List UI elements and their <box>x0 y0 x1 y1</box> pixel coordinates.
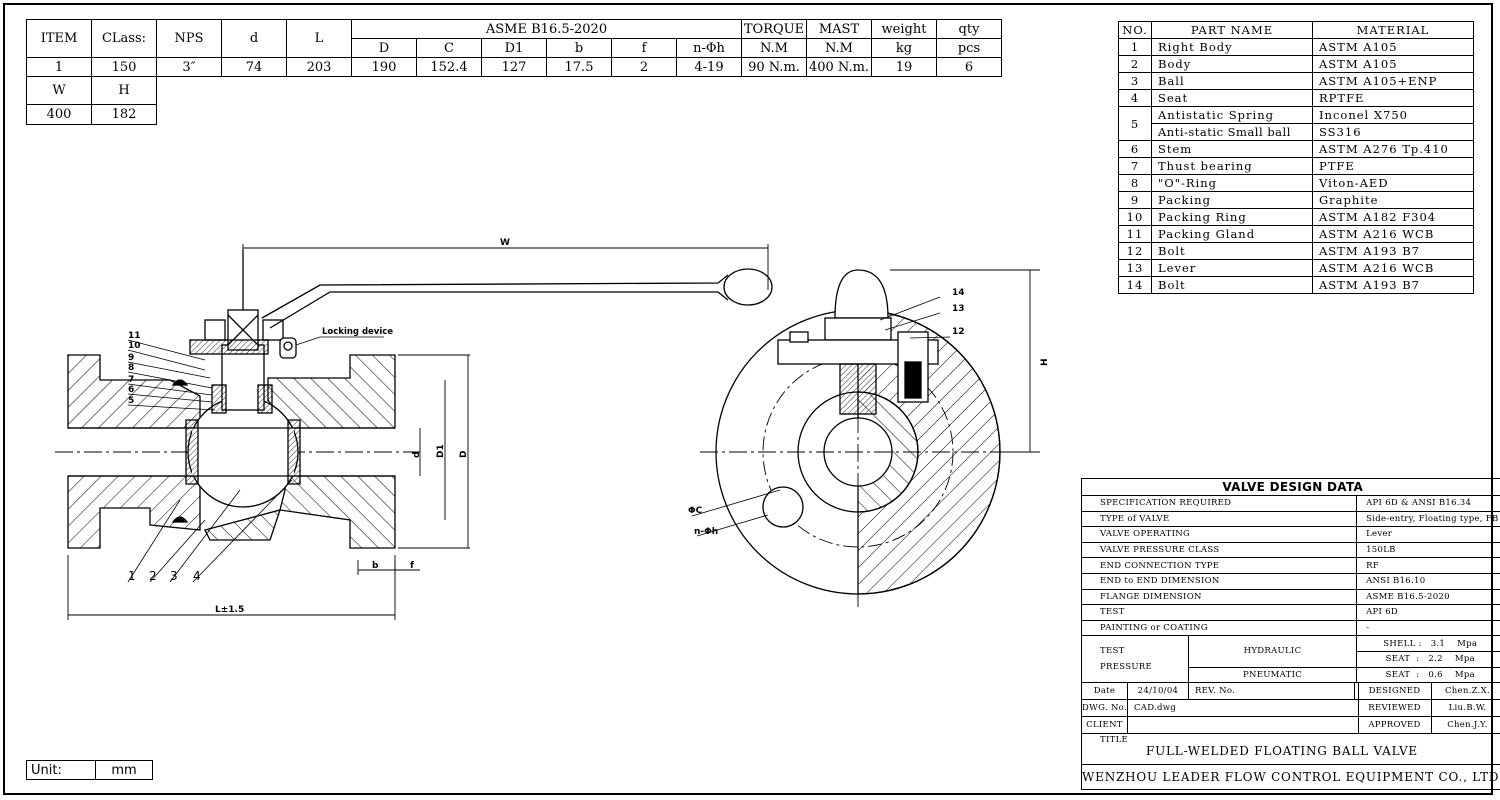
dim-w: W <box>500 238 510 248</box>
hydraulic-label: HYDRAULIC <box>1187 635 1358 668</box>
unit-label: Unit: <box>26 760 96 780</box>
callout: 7 <box>128 375 134 385</box>
callout: 9 <box>128 353 134 363</box>
sectional-view <box>55 244 773 620</box>
title-label: TITLE <box>1100 735 1129 746</box>
callout: 11 <box>128 331 141 341</box>
value-cell: 3″ <box>156 57 222 77</box>
part-name: Antistatic Spring <box>1151 106 1313 124</box>
subheader: N.M <box>806 38 872 58</box>
header-w: W <box>26 76 92 105</box>
callout: 3 <box>170 569 178 583</box>
callout: 6 <box>128 385 134 395</box>
drawing-frame <box>3 3 1493 795</box>
part-material: Graphite <box>1312 191 1474 209</box>
value-cell: 152.4 <box>416 57 482 77</box>
value-cell: 127 <box>481 57 547 77</box>
dim-small-d: d <box>412 452 422 458</box>
header-h: H <box>91 76 157 105</box>
callout: 10 <box>128 341 141 351</box>
part-no: 12 <box>1118 242 1152 260</box>
dim-nphih: n-Φh <box>694 527 718 537</box>
part-material: Viton-AED <box>1312 174 1474 192</box>
part-material: ASTM A182 F304 <box>1312 208 1474 226</box>
subheader: pcs <box>936 38 1002 58</box>
parts-header-name: PART NAME <box>1151 21 1313 39</box>
value-h: 182 <box>91 104 157 125</box>
dim-h: H <box>1040 358 1050 366</box>
title-value: FULL-WELDED FLOATING BALL VALVE <box>1146 744 1418 759</box>
dim-big-d: D <box>459 451 469 458</box>
callout: 4 <box>193 569 201 583</box>
header-class: CLass: <box>91 19 157 58</box>
spec-table: ITEM CLass: NPS d L ASME B16.5-2020 TORQ… <box>26 19 1002 77</box>
callout: 5 <box>128 396 134 406</box>
value-cell: 6 <box>936 57 1002 77</box>
callout: 12 <box>952 327 965 337</box>
part-material: Inconel X750 <box>1312 106 1474 124</box>
locking-device-label: Locking device <box>322 327 393 337</box>
value-cell: 19 <box>871 57 937 77</box>
dim-phic: ΦC <box>688 506 703 516</box>
callout: 14 <box>952 288 965 298</box>
value-cell: 190 <box>351 57 417 77</box>
callout: 2 <box>149 569 157 583</box>
valve-design-data: VALVE DESIGN DATA SPECIFICATION REQUIRED… <box>1080 478 1500 791</box>
unit-value: mm <box>95 760 153 780</box>
spec-extra-table: W H 400 182 <box>26 76 157 125</box>
value-cell: 17.5 <box>546 57 612 77</box>
callout: 8 <box>128 363 134 373</box>
part-material: ASTM A216 WCB <box>1312 259 1474 277</box>
part-name: Bolt <box>1151 276 1313 294</box>
subheader: n-Φh <box>676 38 742 58</box>
part-name: Anti-static Small ball <box>1151 123 1313 141</box>
dim-f: f <box>410 561 414 571</box>
part-material: ASTM A216 WCB <box>1312 225 1474 243</box>
dim-d1: D1 <box>436 444 446 458</box>
title-block: TITLE FULL-WELDED FLOATING BALL VALVE <box>1081 733 1500 766</box>
callout: 1 <box>128 569 136 583</box>
value-cell: 90 N.m. <box>741 57 807 77</box>
part-material: ASTM A276 Tp.410 <box>1312 140 1474 158</box>
company-name: WENZHOU LEADER FLOW CONTROL EQUIPMENT CO… <box>1081 764 1500 791</box>
header-weight: weight <box>871 19 937 39</box>
value-cell: 203 <box>286 57 352 77</box>
part-name: Ball <box>1151 72 1313 90</box>
dim-l: L±1.5 <box>215 605 244 615</box>
unit-box: Unit: mm <box>26 760 153 780</box>
header-torque: TORQUE <box>741 19 807 39</box>
end-view <box>691 269 1040 610</box>
subheader: N.M <box>741 38 807 58</box>
part-material: SS316 <box>1312 123 1474 141</box>
value-w: 400 <box>26 104 92 125</box>
part-material: ASTM A193 B7 <box>1312 276 1474 294</box>
dim-b: b <box>372 561 379 571</box>
shell-pressure: SHELL : 3.1 Mpa <box>1356 635 1500 652</box>
design-title: VALVE DESIGN DATA <box>1081 478 1500 496</box>
callout: 13 <box>952 304 965 314</box>
